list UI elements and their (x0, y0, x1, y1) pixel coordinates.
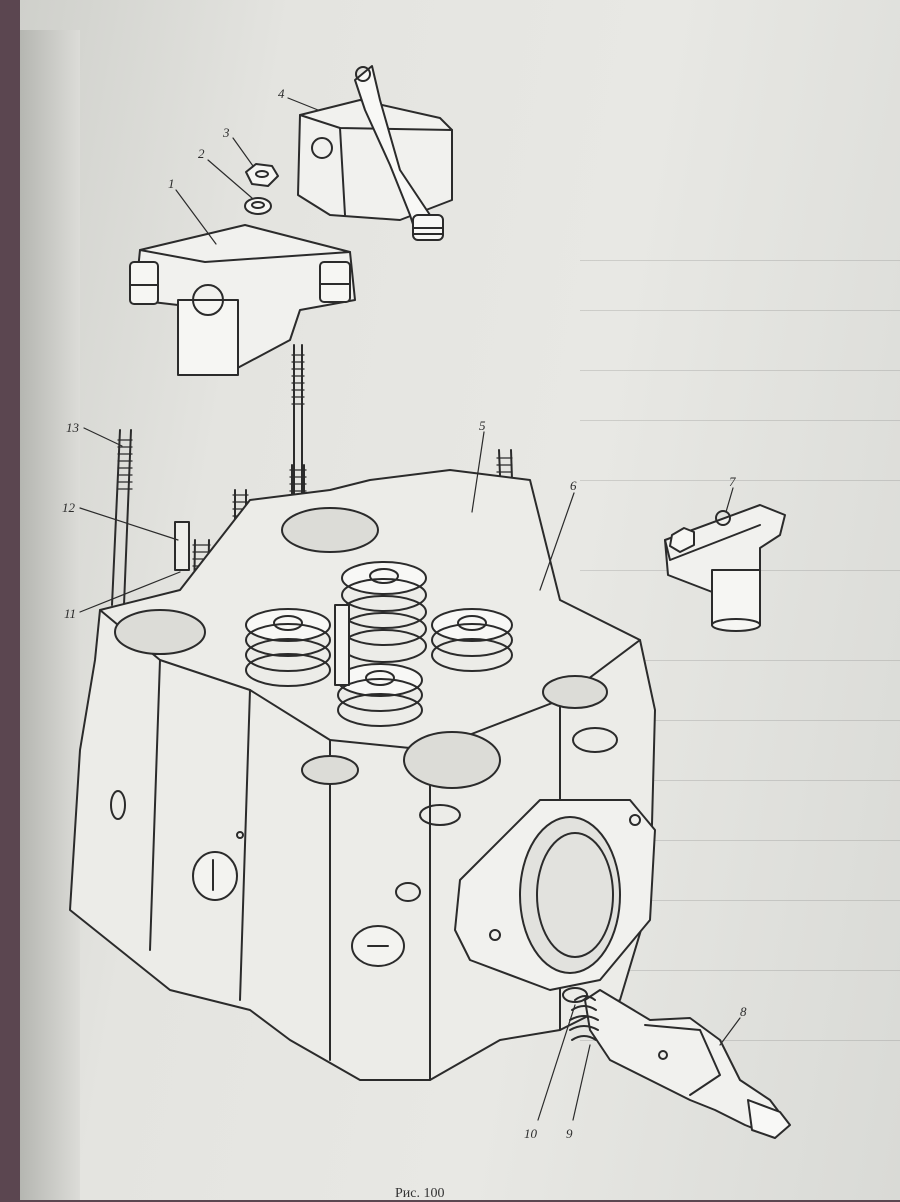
callout-3: 3 (222, 125, 230, 140)
callout-8: 8 (740, 1004, 747, 1019)
part-3-nut (245, 163, 279, 187)
leader-lines (79, 97, 741, 1121)
part-8-fitting (584, 989, 791, 1139)
callout-13: 13 (66, 420, 80, 435)
callout-1: 1 (168, 176, 175, 191)
valve-springs (245, 561, 513, 727)
callout-12: 12 (62, 500, 76, 515)
figure-caption: Рис. 100 (395, 1186, 445, 1201)
part-2-washer (244, 197, 272, 215)
callout-6: 6 (570, 478, 577, 493)
callout-11: 11 (64, 606, 76, 621)
part-4-rocker-bracket (297, 65, 453, 241)
page-gutter (20, 30, 80, 1200)
part-9-spring (569, 995, 599, 1041)
callout-labels: 1 2 3 4 5 6 7 8 9 10 11 12 13 (62, 86, 747, 1141)
part-6-cylinder-head (69, 469, 656, 1081)
callout-4: 4 (278, 86, 285, 101)
callout-9: 9 (566, 1126, 573, 1141)
callout-5: 5 (479, 418, 486, 433)
callout-2: 2 (198, 146, 205, 161)
part-10-washer (562, 987, 588, 1003)
callout-10: 10 (524, 1126, 538, 1141)
part-12-short-stud (174, 521, 190, 571)
part-1-rocker-bracket (129, 224, 356, 376)
callout-7: 7 (729, 474, 736, 489)
injector-flange (454, 799, 656, 991)
part-7-rocker (664, 504, 786, 632)
